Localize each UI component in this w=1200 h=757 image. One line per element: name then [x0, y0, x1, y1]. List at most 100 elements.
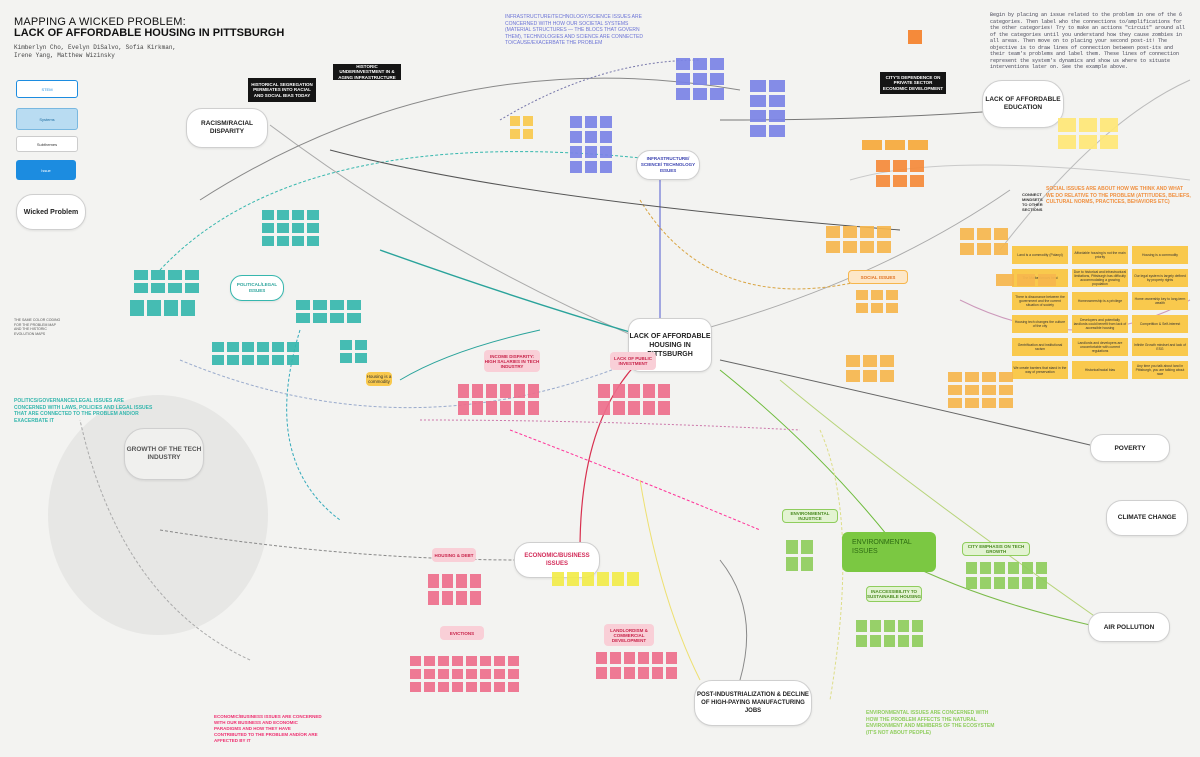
racism-node[interactable]: RACISM/RACIAL DISPARITY: [186, 108, 268, 148]
sticky-note[interactable]: [982, 385, 996, 395]
sustainable-housing-label[interactable]: INACCESSIBILITY TO SUSTAINABLE HOUSING: [866, 586, 922, 602]
sticky-note[interactable]: [292, 236, 304, 246]
sticky-note[interactable]: [1038, 274, 1056, 286]
sticky-note[interactable]: [508, 656, 519, 666]
sticky-note[interactable]: [494, 682, 505, 692]
sticky-note[interactable]: [1100, 118, 1118, 132]
sticky-note[interactable]: [638, 652, 649, 664]
sticky-note[interactable]: [884, 620, 895, 632]
sticky-note[interactable]: [982, 398, 996, 408]
sticky-note[interactable]: [877, 226, 891, 238]
sticky-note[interactable]: [996, 274, 1014, 286]
sticky-note[interactable]: [424, 669, 435, 679]
sticky-note[interactable]: [843, 241, 857, 253]
sticky-note[interactable]: [965, 398, 979, 408]
sticky-note[interactable]: [480, 669, 491, 679]
social-card[interactable]: Home ownership key to long-term wealth: [1132, 292, 1188, 310]
sticky-note[interactable]: [676, 58, 690, 70]
sticky-note[interactable]: [613, 401, 625, 415]
sticky-note[interactable]: [168, 270, 182, 280]
social-card[interactable]: Housing is a commodity: [1132, 246, 1188, 264]
sticky-note[interactable]: [1079, 118, 1097, 132]
sticky-note[interactable]: [458, 401, 469, 415]
social-card[interactable]: Homeownership is a privilege: [1072, 292, 1128, 310]
sticky-note[interactable]: [693, 73, 707, 85]
social-card[interactable]: We create barriers that stand in the way…: [1012, 361, 1068, 379]
sticky-note[interactable]: [168, 283, 182, 293]
sticky-note[interactable]: [500, 401, 511, 415]
sticky-note[interactable]: [470, 591, 481, 605]
sticky-note[interactable]: [355, 353, 367, 363]
sticky-note[interactable]: [438, 656, 449, 666]
sticky-note[interactable]: [994, 562, 1005, 574]
sticky-note[interactable]: [1100, 135, 1118, 149]
sticky-note[interactable]: [977, 243, 991, 255]
sticky-note[interactable]: [472, 384, 483, 398]
sticky-note[interactable]: [908, 140, 928, 150]
sticky-note[interactable]: [658, 384, 670, 398]
sticky-note[interactable]: [596, 652, 607, 664]
infrastructure-hub[interactable]: INFRASTRUCTURE/ SCIENCE/ TECHNOLOGY ISSU…: [636, 150, 700, 180]
sticky-note[interactable]: [877, 241, 891, 253]
sticky-note[interactable]: [456, 591, 467, 605]
sticky-note[interactable]: [428, 574, 439, 588]
sticky-note[interactable]: [523, 116, 533, 126]
sticky-note[interactable]: [287, 355, 299, 365]
sticky-note[interactable]: [552, 572, 564, 586]
sticky-note[interactable]: [880, 355, 894, 367]
social-card[interactable]: Due to historical and infrastructural li…: [1072, 269, 1128, 287]
social-hub[interactable]: SOCIAL ISSUES: [848, 270, 908, 284]
sticky-note[interactable]: [769, 95, 785, 107]
sticky-note[interactable]: [638, 667, 649, 679]
sticky-note[interactable]: [880, 370, 894, 382]
sticky-note[interactable]: [693, 58, 707, 70]
sticky-note[interactable]: [582, 572, 594, 586]
sticky-note[interactable]: [227, 342, 239, 352]
sticky-note[interactable]: [410, 682, 421, 692]
sticky-note[interactable]: [652, 667, 663, 679]
sticky-note[interactable]: [508, 682, 519, 692]
sticky-note[interactable]: [826, 241, 840, 253]
sticky-note[interactable]: [470, 574, 481, 588]
sticky-note[interactable]: [130, 300, 144, 316]
sticky-note[interactable]: [610, 667, 621, 679]
sticky-note[interactable]: [570, 131, 582, 143]
sticky-note[interactable]: [486, 384, 497, 398]
social-card[interactable]: Affordable housing is not the main prior…: [1072, 246, 1128, 264]
sticky-note[interactable]: [893, 160, 907, 172]
sticky-note[interactable]: [480, 656, 491, 666]
sticky-note[interactable]: [466, 656, 477, 666]
sticky-note[interactable]: [262, 236, 274, 246]
sticky-note[interactable]: [262, 223, 274, 233]
sticky-note[interactable]: [151, 270, 165, 280]
sticky-note[interactable]: [277, 210, 289, 220]
sticky-note[interactable]: [870, 635, 881, 647]
sticky-note[interactable]: [480, 682, 491, 692]
sticky-note[interactable]: [528, 384, 539, 398]
poverty-node[interactable]: POVERTY: [1090, 434, 1170, 462]
sticky-note[interactable]: [340, 340, 352, 350]
social-card[interactable]: Land is a commodity (Polanyi): [1012, 246, 1068, 264]
sticky-note[interactable]: [570, 146, 582, 158]
environmental-hub[interactable]: [842, 532, 936, 572]
sticky-note[interactable]: [1008, 577, 1019, 589]
sticky-note[interactable]: [769, 110, 785, 122]
sticky-note[interactable]: [1022, 562, 1033, 574]
sticky-note[interactable]: [570, 161, 582, 173]
sticky-note[interactable]: [886, 303, 898, 313]
sticky-note[interactable]: [134, 283, 148, 293]
sticky-note[interactable]: [600, 116, 612, 128]
sticky-note[interactable]: [330, 300, 344, 310]
sticky-note[interactable]: [643, 384, 655, 398]
sticky-note[interactable]: [313, 313, 327, 323]
sticky-note[interactable]: [666, 652, 677, 664]
sticky-note[interactable]: [750, 95, 766, 107]
sticky-note[interactable]: [340, 353, 352, 363]
sticky-note[interactable]: [277, 223, 289, 233]
sticky-note[interactable]: [885, 140, 905, 150]
sticky-note[interactable]: [292, 210, 304, 220]
sticky-note[interactable]: [628, 401, 640, 415]
sticky-note[interactable]: [424, 682, 435, 692]
sticky-note[interactable]: [886, 290, 898, 300]
